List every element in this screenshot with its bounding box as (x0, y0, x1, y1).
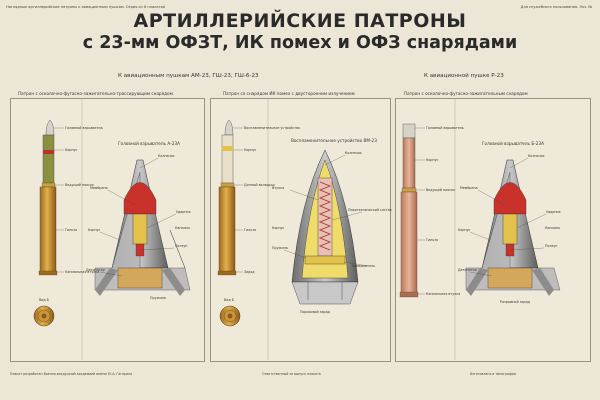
p1-fuze-label: Ползун (175, 244, 188, 248)
p3-fuze-label: Детонатор (458, 268, 477, 272)
panel-ofzt-fuze-title: Головной взрыватель А-23А (118, 141, 180, 146)
p2-fuze-label: Пружина (272, 246, 288, 250)
p3-cartridge-label: Ведущий поясок (426, 188, 455, 192)
p2-fuze-label: Втулка (272, 186, 285, 190)
p1-cartridge-label: Гильза (65, 228, 77, 232)
cartridge-ir-base (219, 305, 241, 327)
leader-lines (54, 127, 547, 295)
p2-fuze-label: Корпус (272, 226, 285, 230)
p2-cartridge-label: Гильза (244, 228, 256, 232)
fuze-ofzt-cutaway (94, 159, 191, 296)
p1-fuze-label: Мембрана (90, 186, 108, 190)
p3-fuze-label: Ползун (545, 244, 558, 248)
panel-ofzt-title: Патрон с осколочно-фугасно-зажигательно-… (18, 91, 173, 96)
footer-note-3: Изготовлено в типографии (470, 372, 516, 376)
top-left-note: Наглядные артиллерийские патроны к авиац… (6, 5, 166, 9)
page-title: АРТИЛЛЕРИЙСКИЕ ПАТРОНЫ (133, 10, 467, 32)
section-label-right: К авиационной пушке Р-23 (424, 73, 504, 79)
footer-note-2: Ответственный за выпуск плаката (262, 372, 321, 376)
section-label-left: К авиационным пушкам АМ-23, ГШ-23, ГШ-6-… (118, 73, 259, 79)
ir-projectile-cutaway (291, 149, 359, 305)
p1-cartridge-label: Корпус (65, 148, 78, 152)
p3-cartridge-label: Корпус (426, 158, 439, 162)
p2-fuze-label: Колпачок (345, 151, 362, 155)
fuze-ofz-cutaway (465, 159, 561, 296)
p3-fuze-label: Ударник (546, 210, 561, 214)
cartridge-ir (217, 119, 237, 276)
p2-cartridge-label: Заряд (244, 270, 255, 274)
p1-fuze-label: Капсюль (175, 226, 191, 230)
panel-ofzt-view-label: Вид Б (39, 298, 49, 302)
panel-ir-fuze-title: Воспламенительное устройство ВМ-23 (291, 138, 377, 143)
p2-fuze-label: Пороховой заряд (300, 310, 330, 314)
footer-note-1: Плакат разработан Военно-воздушной акаде… (10, 372, 133, 376)
p2-cartridge-label: Донный вкладыш (244, 183, 275, 187)
panel-ofz-title: Патрон с осколочно-фугасно-зажигательным… (404, 91, 528, 96)
p1-cartridge-label: Капсюльная втулка (65, 270, 100, 274)
p1-fuze-label: Детонатор (86, 268, 105, 272)
cartridge-ofz (399, 123, 419, 298)
panel-ir-view-label: Вид Б (224, 298, 234, 302)
cartridge-ofzt (38, 119, 58, 276)
p2-cartridge-label: Воспламенительное устройство (244, 126, 301, 130)
p1-fuze-label: Пружина (150, 296, 166, 300)
p1-cartridge-label: Головной взрыватель (65, 126, 103, 130)
p1-cartridge-label: Ведущий поясок (65, 183, 94, 187)
p2-cartridge-label: Корпус (244, 148, 257, 152)
p2-fuze-label: Замедлитель (352, 264, 376, 268)
panel-ofz-fuze-title: Головной взрыватель Б-23А (482, 141, 544, 146)
p1-fuze-label: Колпачок (158, 154, 175, 158)
p3-fuze-label: Колпачок (528, 154, 545, 158)
p3-fuze-label: Капсюль (545, 226, 561, 230)
panel-dividers (81, 98, 456, 360)
page-subtitle: с 23-мм ОФЗТ, ИК помех и ОФЗ снарядами (82, 33, 518, 53)
p3-cartridge-label: Головной взрыватель (426, 126, 464, 130)
p3-cartridge-label: Гильза (426, 238, 438, 242)
p1-fuze-label: Ударник (176, 210, 191, 214)
p3-fuze-label: Разрывной заряд (500, 300, 530, 304)
top-right-note: Для служебного пользования. Экз. № (520, 5, 592, 9)
p2-fuze-label: Пиротехнический состав (348, 208, 392, 212)
panel-ir-title: Патрон со снарядом ИК помех с двусторонн… (223, 91, 355, 96)
p3-cartridge-label: Капсюльная втулка (426, 292, 461, 296)
p3-fuze-label: Мембрана (460, 186, 478, 190)
p3-fuze-label: Корпус (458, 228, 471, 232)
p1-fuze-label: Корпус (88, 228, 101, 232)
cartridge-ofzt-base (33, 305, 55, 327)
